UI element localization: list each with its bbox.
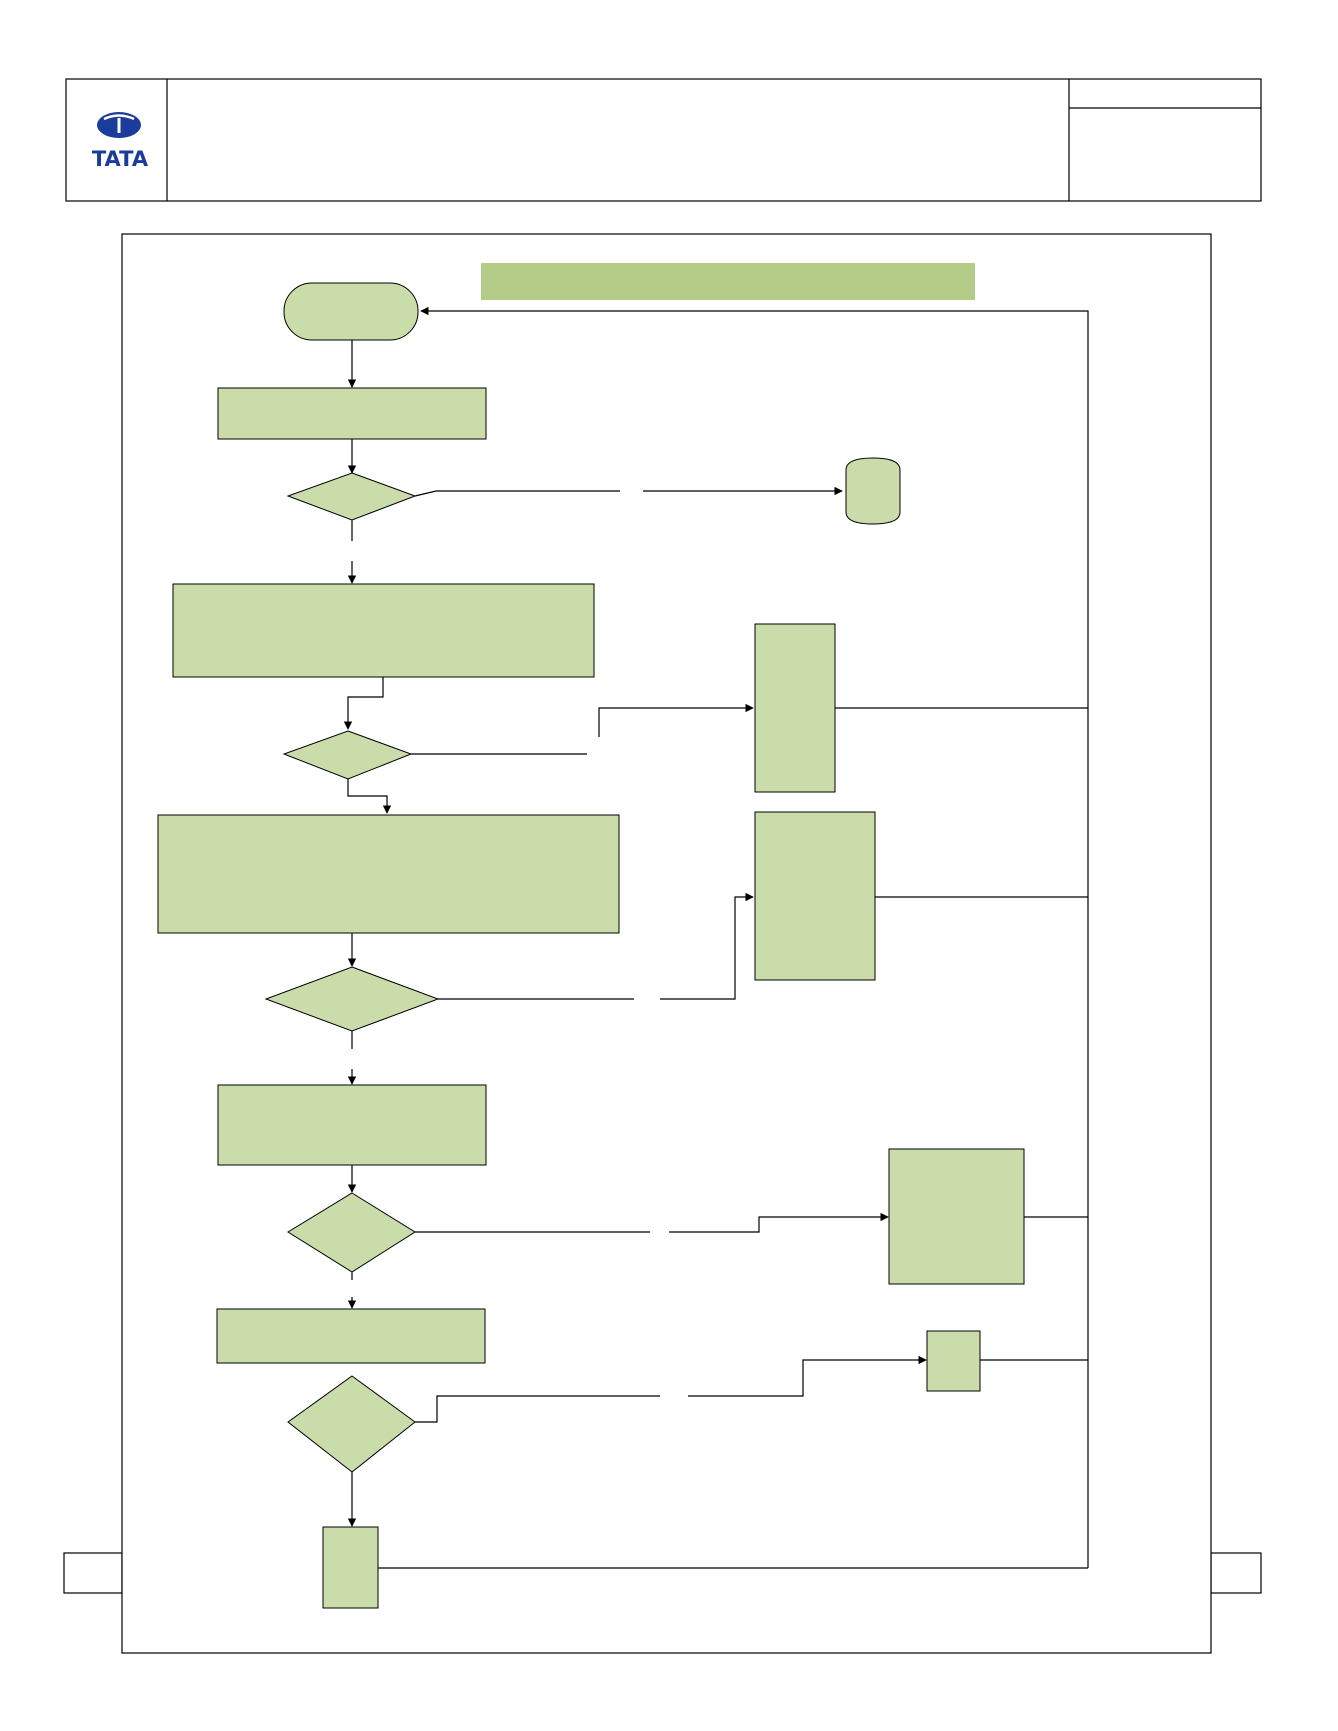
node-side-1 — [754, 623, 836, 793]
node-side-2 — [754, 811, 876, 981]
tata-logo-icon: TATA — [92, 112, 149, 171]
nodes — [157, 282, 1025, 1609]
node-decision-1 — [286, 472, 417, 521]
node-step-2 — [172, 583, 595, 678]
connector-return-bus — [420, 306, 1089, 1568]
node-end-box — [322, 1526, 379, 1609]
node-step-5 — [216, 1308, 486, 1364]
node-decision-3 — [264, 966, 440, 1032]
node-side-3 — [888, 1148, 1025, 1285]
connector-decision3-right-b — [660, 892, 754, 1000]
connectors — [343, 306, 1089, 1569]
connector-decision5-right-a — [415, 1395, 660, 1423]
header-frame — [65, 78, 1262, 202]
node-decision-2 — [282, 730, 413, 780]
connector-step2-to-decision2 — [343, 677, 384, 730]
node-decision-4 — [287, 1192, 416, 1273]
footer-tab-left — [63, 1552, 123, 1594]
footer-tab-right — [1210, 1552, 1262, 1594]
diagram-frame — [121, 233, 1212, 1654]
connector-decision5-right-b — [688, 1355, 927, 1397]
node-side-4 — [926, 1330, 981, 1392]
node-start — [283, 282, 419, 341]
header-block: TATA — [65, 78, 1262, 202]
node-step-1 — [217, 387, 487, 440]
node-step-4 — [217, 1084, 487, 1166]
connector-decision4-right-b — [669, 1212, 889, 1233]
connector-decision2-down — [347, 779, 392, 814]
node-decision-5 — [287, 1375, 416, 1473]
connector-decision2-right-b — [598, 703, 754, 737]
node-step-3 — [157, 814, 620, 934]
tata-wordmark: TATA — [92, 147, 149, 171]
title-banner — [481, 263, 975, 300]
node-terminal-right — [845, 457, 901, 525]
connector-decision1-right-a — [414, 490, 620, 497]
